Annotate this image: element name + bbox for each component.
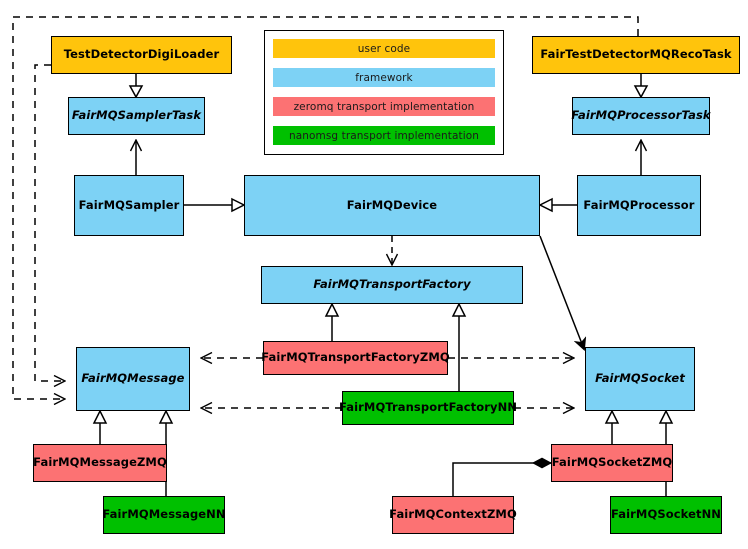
relation-factorynn-transportfactory [451, 302, 467, 391]
class-box-fairmqtransportfactoryzmq[interactable]: FairMQTransportFactoryZMQ [261, 341, 450, 375]
class-box-fairmqsamplertask[interactable]: FairMQSamplerTask [68, 97, 205, 135]
relation-socketzmq-socket [604, 409, 620, 444]
class-label: FairMQTransportFactoryZMQ [261, 350, 450, 365]
legend-item-user-code: user code [273, 39, 495, 58]
relation-processor-device [538, 197, 577, 213]
class-label: FairTestDetectorMQRecoTask [540, 47, 732, 62]
class-label: FairMQProcessorTask [571, 108, 711, 123]
relation-recotask-processortask [633, 74, 649, 99]
legend-label: nanomsg transport implementation [288, 129, 480, 142]
class-label: FairMQMessageZMQ [33, 455, 167, 470]
class-label: FairMQSocket [595, 371, 685, 386]
class-label: FairMQProcessor [583, 197, 695, 212]
class-box-fairmqsocketnn[interactable]: FairMQSocketNN [610, 496, 722, 534]
class-box-fairmqmessagezmq[interactable]: FairMQMessageZMQ [33, 444, 167, 482]
legend-label: framework [355, 71, 413, 84]
relation-contextzmq-socketzmq [452, 463, 551, 496]
class-box-fairmqmessage[interactable]: FairMQMessage [76, 347, 190, 411]
class-label: FairMQSamplerTask [71, 108, 202, 123]
class-label: TestDetectorDigiLoader [63, 47, 220, 62]
class-label: FairMQContextZMQ [389, 507, 517, 522]
legend-label: zeromq transport implementation [293, 100, 475, 113]
legend-label: user code [357, 42, 411, 55]
class-label: FairMQTransportFactoryNN [338, 400, 518, 415]
relation-sampler-device [184, 197, 246, 213]
class-label: FairMQDevice [346, 197, 438, 212]
legend-item-zeromq: zeromq transport implementation [273, 97, 495, 116]
class-label: FairMQMessageNN [102, 507, 226, 522]
class-box-fairmqtransportfactorynn[interactable]: FairMQTransportFactoryNN [338, 391, 518, 425]
class-label: FairMQSocketNN [610, 507, 722, 522]
class-label: FairMQSocketZMQ [551, 455, 673, 470]
relation-messagezmq-message [92, 409, 108, 444]
class-box-fairmqprocessortask[interactable]: FairMQProcessorTask [571, 97, 711, 135]
relation-factoryzmq-transportfactory [324, 302, 340, 341]
legend-item-nanomsg: nanomsg transport implementation [273, 126, 495, 145]
class-box-fairmqdevice[interactable]: FairMQDevice [244, 175, 540, 236]
legend-item-framework: framework [273, 68, 495, 87]
class-label: FairMQMessage [81, 371, 185, 386]
relation-device-socket [539, 235, 584, 349]
class-box-fairmqsocketzmq[interactable]: FairMQSocketZMQ [551, 444, 673, 482]
legend-panel: user code framework zeromq transport imp… [264, 30, 504, 155]
class-box-fairmqmessagenn[interactable]: FairMQMessageNN [102, 496, 226, 534]
relation-digiloader-message [34, 64, 64, 381]
class-box-fairmqcontextzmq[interactable]: FairMQContextZMQ [389, 496, 517, 534]
class-box-fairtestdetectormqrecotask[interactable]: FairTestDetectorMQRecoTask [532, 36, 740, 74]
class-box-fairmqsocket[interactable]: FairMQSocket [585, 347, 695, 411]
class-box-testdetectordigiloader[interactable]: TestDetectorDigiLoader [51, 36, 232, 74]
class-box-fairmqtransportfactory[interactable]: FairMQTransportFactory [261, 266, 523, 304]
class-box-fairmqprocessor[interactable]: FairMQProcessor [577, 175, 701, 236]
class-label: FairMQTransportFactory [313, 277, 471, 292]
class-box-fairmqsampler[interactable]: FairMQSampler [74, 175, 184, 236]
relation-digiloader-samplertask [128, 74, 144, 99]
class-label: FairMQSampler [78, 197, 180, 212]
